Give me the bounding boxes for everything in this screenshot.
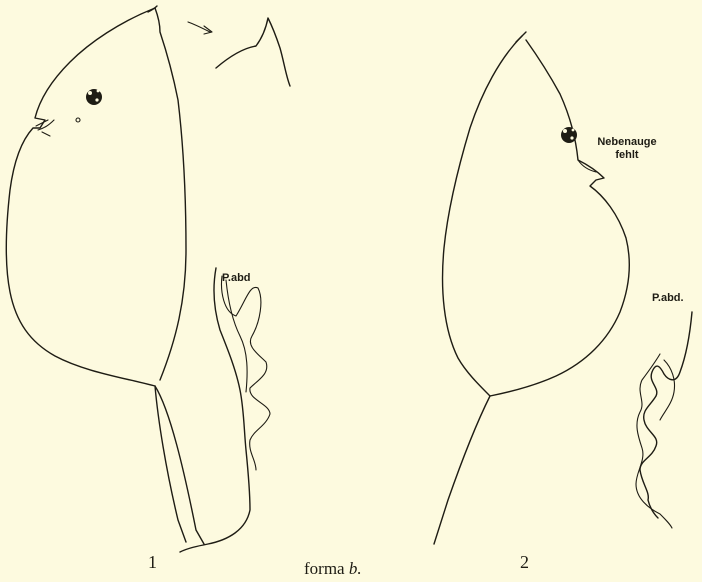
figure-1-helmet-detail <box>216 18 290 86</box>
figure-caption: forma b. <box>304 559 362 579</box>
figure-2-tail-spine <box>434 396 490 544</box>
figure-2-postabdomen-inner <box>636 354 672 528</box>
figure-2-postabdomen <box>640 312 692 518</box>
figure-1-dorsal-line <box>155 8 186 380</box>
figure-2-postabdomen-label: P.abd. <box>652 292 684 305</box>
figure-2-postabdomen-edge <box>660 360 675 420</box>
arrow-icon <box>188 22 212 34</box>
figure-1-eye <box>86 89 102 105</box>
figure-2-eye-note-line-2: fehlt <box>594 149 660 162</box>
figure-2-eye-note: Nebenauge fehlt <box>594 136 660 162</box>
figure-2-number: 2 <box>520 552 529 573</box>
caption-prefix: forma <box>304 559 345 578</box>
caption-variant: b. <box>349 559 362 578</box>
figure-2-body-outline <box>443 36 630 396</box>
figure-1-postabdomen-label: P.abd <box>222 272 251 285</box>
figure-2-helmet-tip <box>516 32 526 42</box>
figure-2-eye <box>561 127 577 143</box>
figure-2-drawing <box>434 32 692 544</box>
figure-1-body-outline <box>6 8 204 544</box>
figure-1-ocellus <box>76 118 80 122</box>
figure-1-number: 1 <box>148 552 157 573</box>
figure-2-eye-note-line-1: Nebenauge <box>594 136 660 149</box>
